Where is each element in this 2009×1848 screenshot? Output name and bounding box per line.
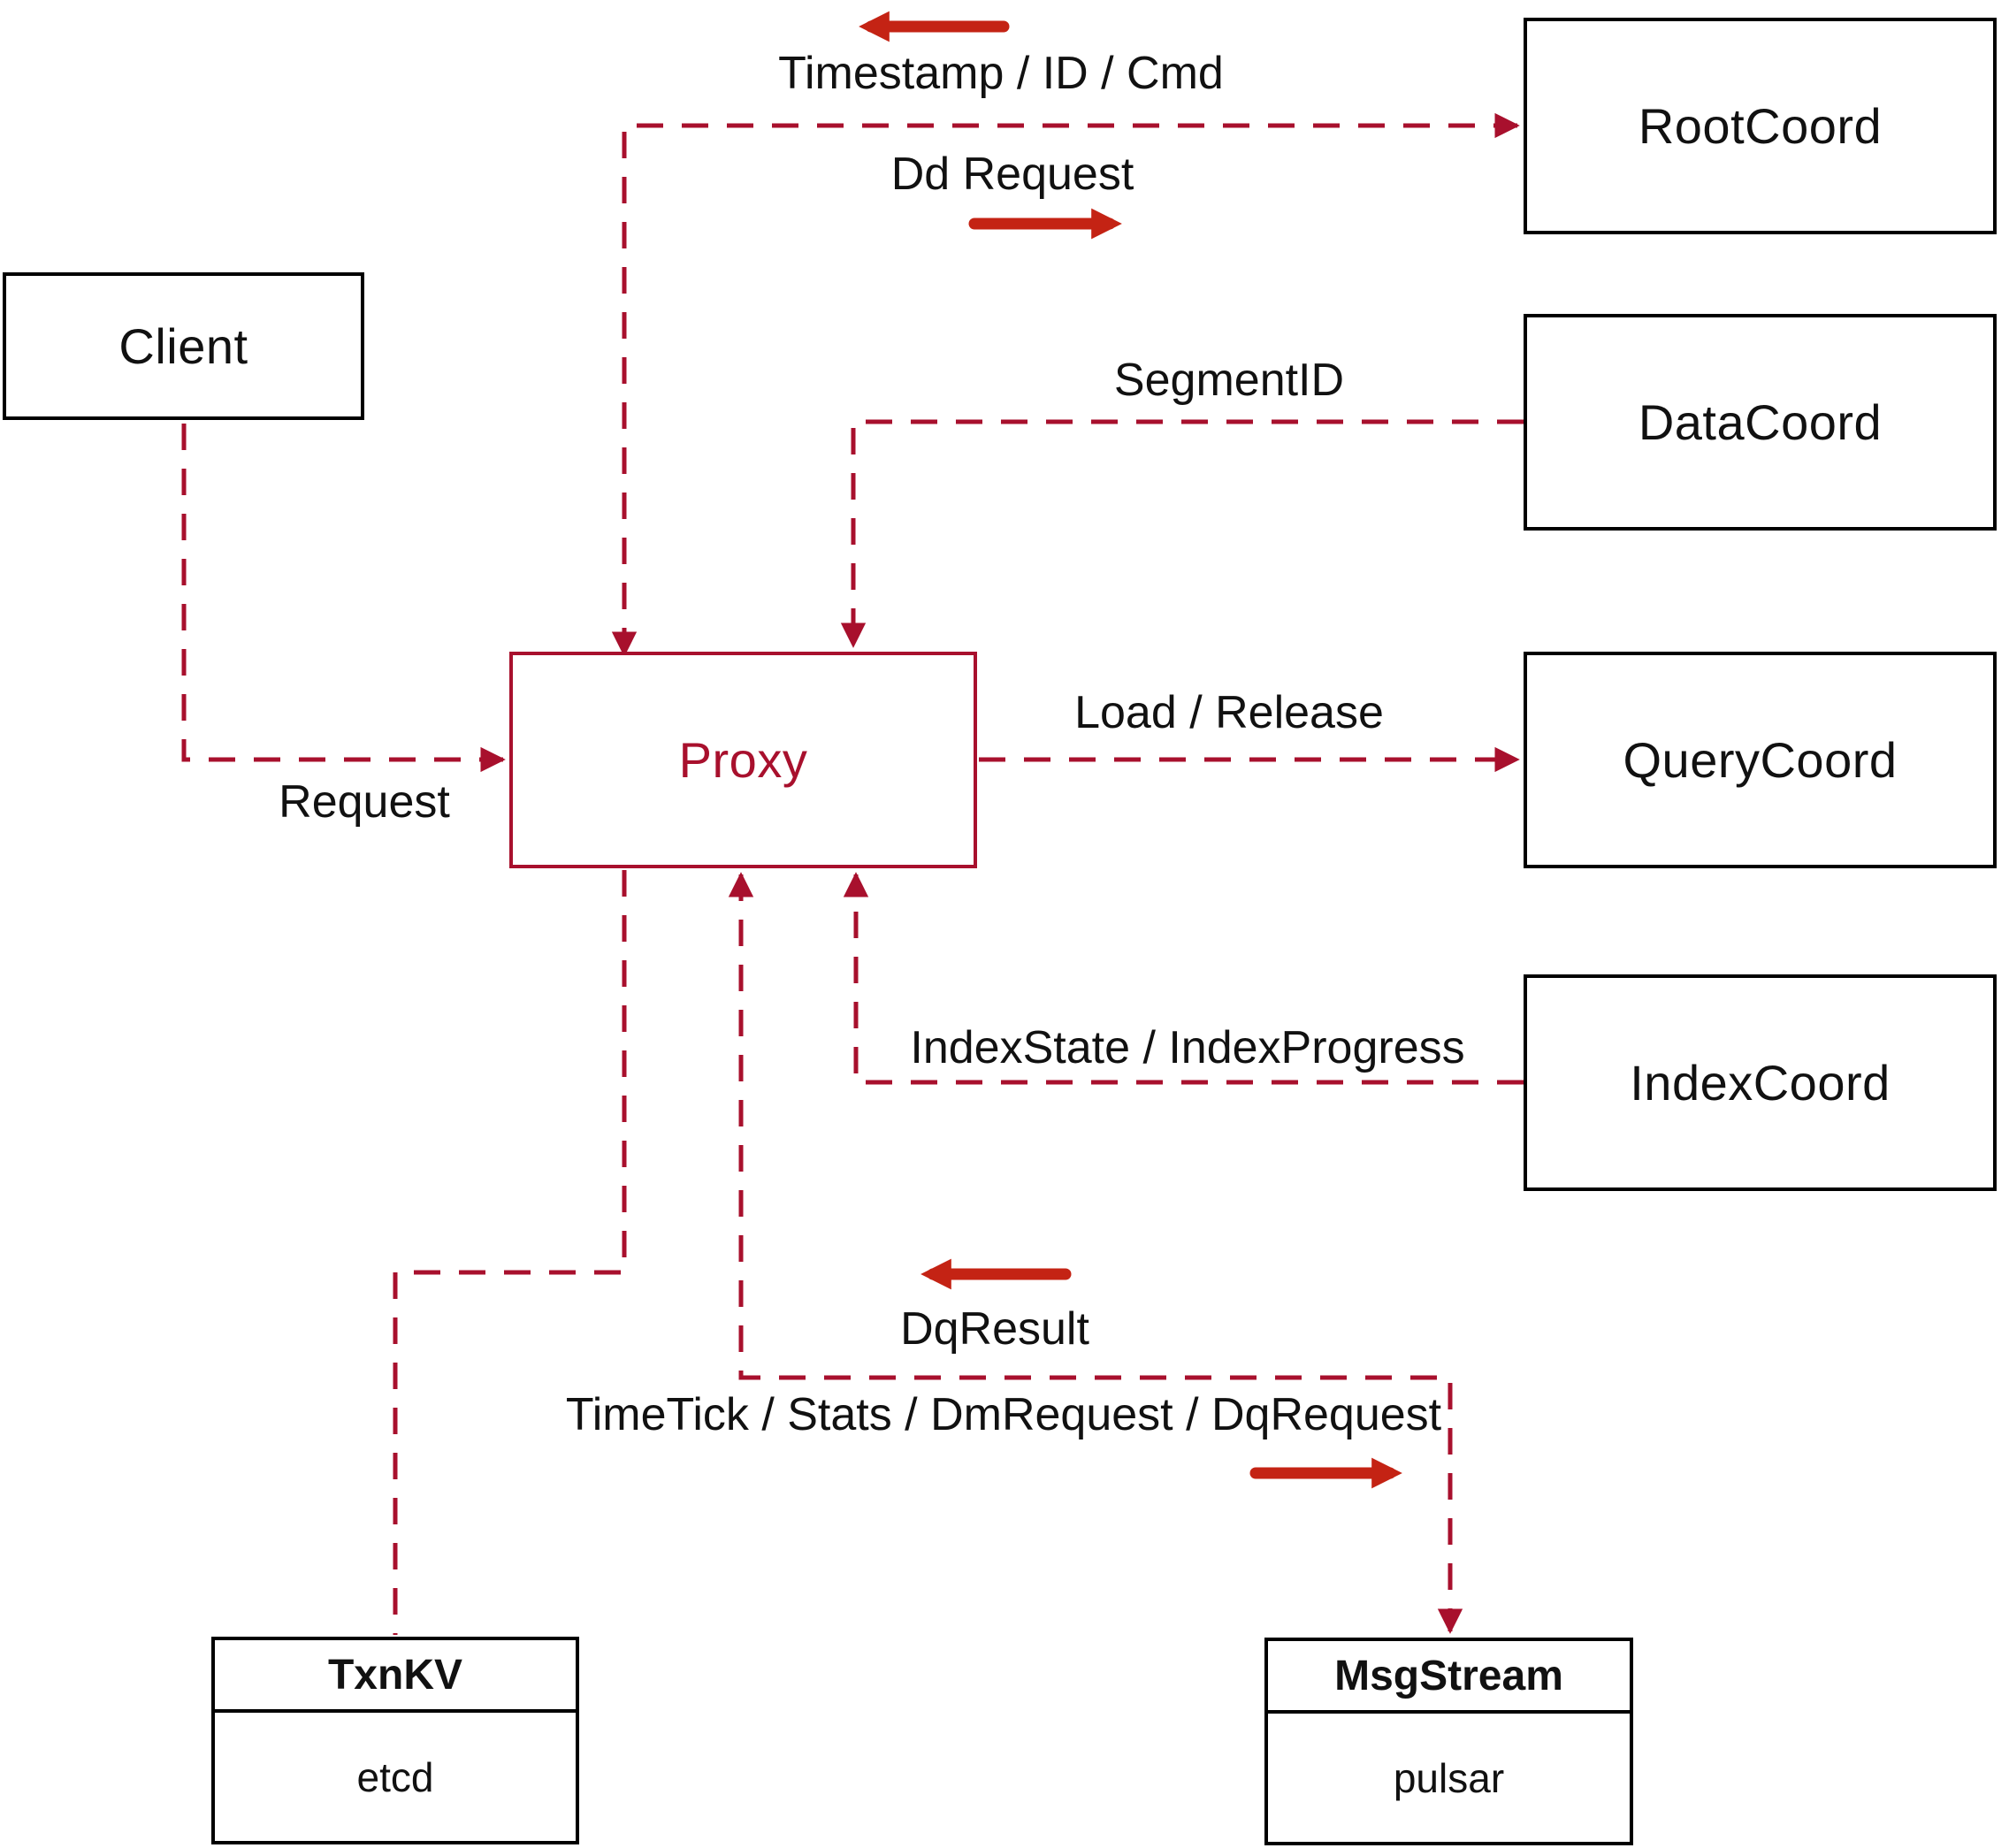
edge-label-timestamp-id-cmd: Timestamp / ID / Cmd <box>778 48 1224 99</box>
edge-label-load-release: Load / Release <box>1074 687 1384 738</box>
node-datacoord-label: DataCoord <box>1638 394 1883 450</box>
node-rootcoord-label: RootCoord <box>1638 98 1883 154</box>
node-indexcoord-label: IndexCoord <box>1630 1055 1891 1111</box>
node-proxy-label: Proxy <box>678 732 808 788</box>
node-txnkv-title: TxnKV <box>215 1640 576 1713</box>
edge-proxy-msgstream <box>728 872 1463 1634</box>
node-proxy: Proxy <box>509 652 977 868</box>
edge-label-dd-request: Dd Request <box>890 149 1134 200</box>
node-querycoord: QueryCoord <box>1524 652 1997 868</box>
edge-label-segment-id: SegmentID <box>1113 355 1345 406</box>
edge-datacoord-proxy <box>840 419 1524 648</box>
edge-label-time-tick: TimeTick / Stats / DmRequest / DqRequest <box>565 1389 1442 1440</box>
node-msgstream-title: MsgStream <box>1268 1641 1630 1714</box>
edge-proxy-txnkv <box>393 870 627 1635</box>
edge-label-index-state: IndexState / IndexProgress <box>910 1022 1465 1073</box>
edge-proxy-rootcoord <box>611 112 1520 657</box>
node-txnkv: TxnKV etcd <box>211 1637 579 1844</box>
node-querycoord-label: QueryCoord <box>1623 732 1898 788</box>
node-msgstream-subtitle: pulsar <box>1393 1754 1505 1801</box>
edge-label-request: Request <box>279 776 450 828</box>
node-indexcoord: IndexCoord <box>1524 974 1997 1191</box>
edge-label-dq-result: DqResult <box>900 1303 1089 1355</box>
node-msgstream: MsgStream pulsar <box>1264 1638 1633 1845</box>
node-client-label: Client <box>118 318 248 374</box>
edge-client-proxy <box>181 424 506 773</box>
node-datacoord: DataCoord <box>1524 314 1997 531</box>
node-txnkv-subtitle: etcd <box>356 1753 434 1800</box>
node-client: Client <box>3 272 364 420</box>
node-rootcoord: RootCoord <box>1524 18 1997 234</box>
